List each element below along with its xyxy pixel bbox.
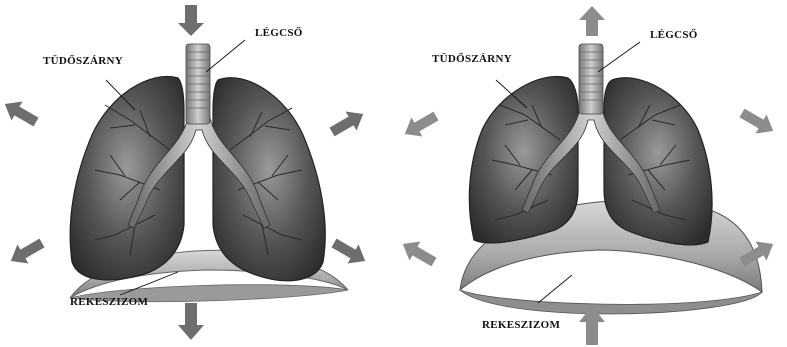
right-diaphragm-label: REKESZIZOM <box>482 319 561 331</box>
right-panel: TÜDŐSZÁRNY LÉGCSŐ REKESZIZOM <box>397 6 778 345</box>
air-out-arrow-icon <box>579 6 605 36</box>
left-panel-right-lung <box>213 78 325 281</box>
left-diaphragm-label: REKESZIZOM <box>70 296 149 308</box>
right-panel-trachea <box>579 44 603 114</box>
left-panel-left-lung <box>70 77 184 280</box>
left-panel: TÜDŐSZÁRNY LÉGCSŐ REKESZIZOM <box>0 5 371 340</box>
chest-in-arrow-icon <box>399 106 441 143</box>
chest-out-arrow-icon <box>329 233 371 270</box>
chest-out-arrow-icon <box>5 233 47 270</box>
chest-in-arrow-icon <box>397 234 439 271</box>
air-in-arrow-icon <box>178 5 204 36</box>
left-trachea-label: LÉGCSŐ <box>255 27 303 39</box>
chest-out-arrow-icon <box>327 104 369 141</box>
right-panel-right-lung <box>604 78 712 245</box>
chest-out-arrow-icon <box>0 94 41 131</box>
right-lung-label: TÜDŐSZÁRNY <box>432 52 512 65</box>
diaphragm-down-arrow-icon <box>178 303 204 340</box>
left-lung-label: TÜDŐSZÁRNY <box>43 54 123 67</box>
chest-in-arrow-icon <box>737 103 779 140</box>
right-trachea-label: LÉGCSŐ <box>650 29 698 41</box>
